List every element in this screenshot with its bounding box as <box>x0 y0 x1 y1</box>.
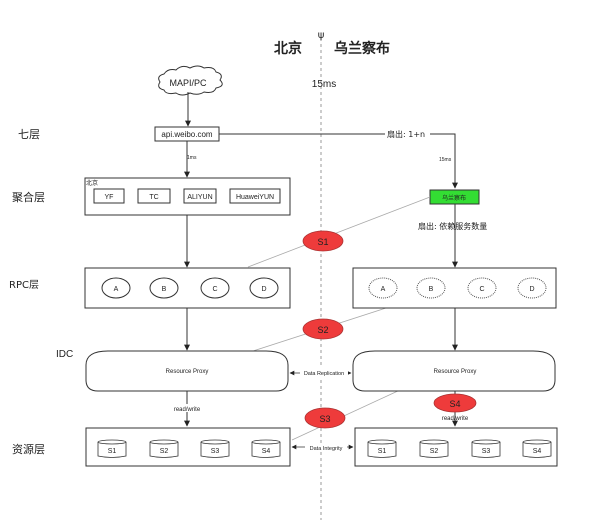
read-write-right: read/write <box>442 416 469 422</box>
rpc-service[interactable]: C <box>200 277 230 299</box>
fanout-deps-label: 扇出: 依赖服务数量 <box>418 221 487 231</box>
aggregation-node-ulanqab-label: 乌兰察布 <box>442 194 466 202</box>
gateway-label: api.weibo.com <box>161 130 212 139</box>
aggregation-group-label: 北京 <box>86 179 98 187</box>
rpc-service-label: C <box>212 286 217 293</box>
rpc-service[interactable]: D <box>517 277 547 299</box>
layer-label-l7: 七层 <box>18 128 40 141</box>
scenario-marker-s1[interactable]: S1 <box>302 230 344 252</box>
storage-node[interactable]: S3 <box>200 439 230 458</box>
client-label: MAPI/PC <box>169 78 207 88</box>
rpc-service[interactable]: C <box>467 277 497 299</box>
client-cloud[interactable]: MAPI/PC <box>158 65 223 96</box>
trident-icon: ψ <box>318 30 325 41</box>
aggregation-node-label: ALIYUN <box>187 194 212 201</box>
scenario-label: S2 <box>317 325 328 335</box>
storage-node[interactable]: S1 <box>97 439 127 458</box>
aggregation-node-ulanqab[interactable]: 乌兰察布 <box>429 189 480 205</box>
storage-node-label: S1 <box>108 448 117 455</box>
fanout-latency: 15ms <box>439 157 452 163</box>
rpc-service-label: B <box>162 286 167 293</box>
storage-node[interactable]: S4 <box>522 439 552 458</box>
aggregation-node[interactable]: TC <box>137 188 171 204</box>
gateway-latency: 1ms <box>187 155 197 161</box>
rpc-service[interactable]: D <box>249 277 279 299</box>
layer-label-aggregation: 聚合层 <box>12 190 45 204</box>
right-region-title: 乌兰察布 <box>334 40 390 57</box>
storage-node-label: S3 <box>482 448 491 455</box>
region-latency: 15ms <box>312 79 336 90</box>
scenario-marker-s3[interactable]: S3 <box>304 407 346 429</box>
aggregation-node[interactable]: HuaweiYUN <box>229 188 281 204</box>
storage-node[interactable]: S1 <box>367 439 397 458</box>
rpc-service-label: D <box>529 286 534 293</box>
fanout-label: 扇出: 1+n <box>387 129 425 139</box>
rpc-service-label: A <box>381 286 386 293</box>
resource-proxy-right-label: Resource Proxy <box>434 369 477 375</box>
data-integrity-label: Data Integrity <box>310 446 343 452</box>
scenario-label: S4 <box>449 399 460 409</box>
rpc-service-label: C <box>479 286 484 293</box>
storage-node-label: S4 <box>262 448 271 455</box>
layer-label-rpc: RPC层 <box>9 279 39 291</box>
resource-proxy-left[interactable]: Resource Proxy <box>85 350 289 392</box>
aggregation-node[interactable]: YF <box>93 188 125 204</box>
storage-node[interactable]: S3 <box>471 439 501 458</box>
resource-proxy-left-label: Resource Proxy <box>166 369 209 375</box>
layer-label-idc: IDC <box>56 349 73 360</box>
left-region-title: 北京 <box>274 40 302 57</box>
storage-node[interactable]: S2 <box>419 439 449 458</box>
storage-node[interactable]: S4 <box>251 439 281 458</box>
rpc-service[interactable]: A <box>368 277 398 299</box>
scenario-label: S1 <box>317 237 328 247</box>
scenario-marker-s4[interactable]: S4 <box>433 393 477 413</box>
rpc-service[interactable]: A <box>101 277 131 299</box>
scenario-label: S3 <box>319 414 330 424</box>
gateway-box[interactable]: api.weibo.com <box>154 126 220 142</box>
storage-node-label: S2 <box>430 448 439 455</box>
data-replication-label: Data Replication <box>304 371 344 377</box>
storage-node-label: S4 <box>533 448 542 455</box>
rpc-service[interactable]: B <box>149 277 179 299</box>
rpc-service-label: D <box>261 286 266 293</box>
storage-node-label: S1 <box>378 448 387 455</box>
aggregation-node-label: YF <box>105 194 114 201</box>
aggregation-node[interactable]: ALIYUN <box>183 188 217 204</box>
storage-node[interactable]: S2 <box>149 439 179 458</box>
layer-label-resource: 资源层 <box>12 442 45 456</box>
rpc-service-label: B <box>429 286 434 293</box>
aggregation-node-label: HuaweiYUN <box>236 194 274 201</box>
rpc-service-label: A <box>114 286 119 293</box>
scenario-marker-s2[interactable]: S2 <box>302 318 344 340</box>
storage-node-label: S2 <box>160 448 169 455</box>
resource-proxy-right[interactable]: Resource Proxy <box>352 350 556 392</box>
rpc-service[interactable]: B <box>416 277 446 299</box>
aggregation-node-label: TC <box>149 194 158 201</box>
read-write-left: read/write <box>174 407 201 413</box>
storage-node-label: S3 <box>211 448 220 455</box>
